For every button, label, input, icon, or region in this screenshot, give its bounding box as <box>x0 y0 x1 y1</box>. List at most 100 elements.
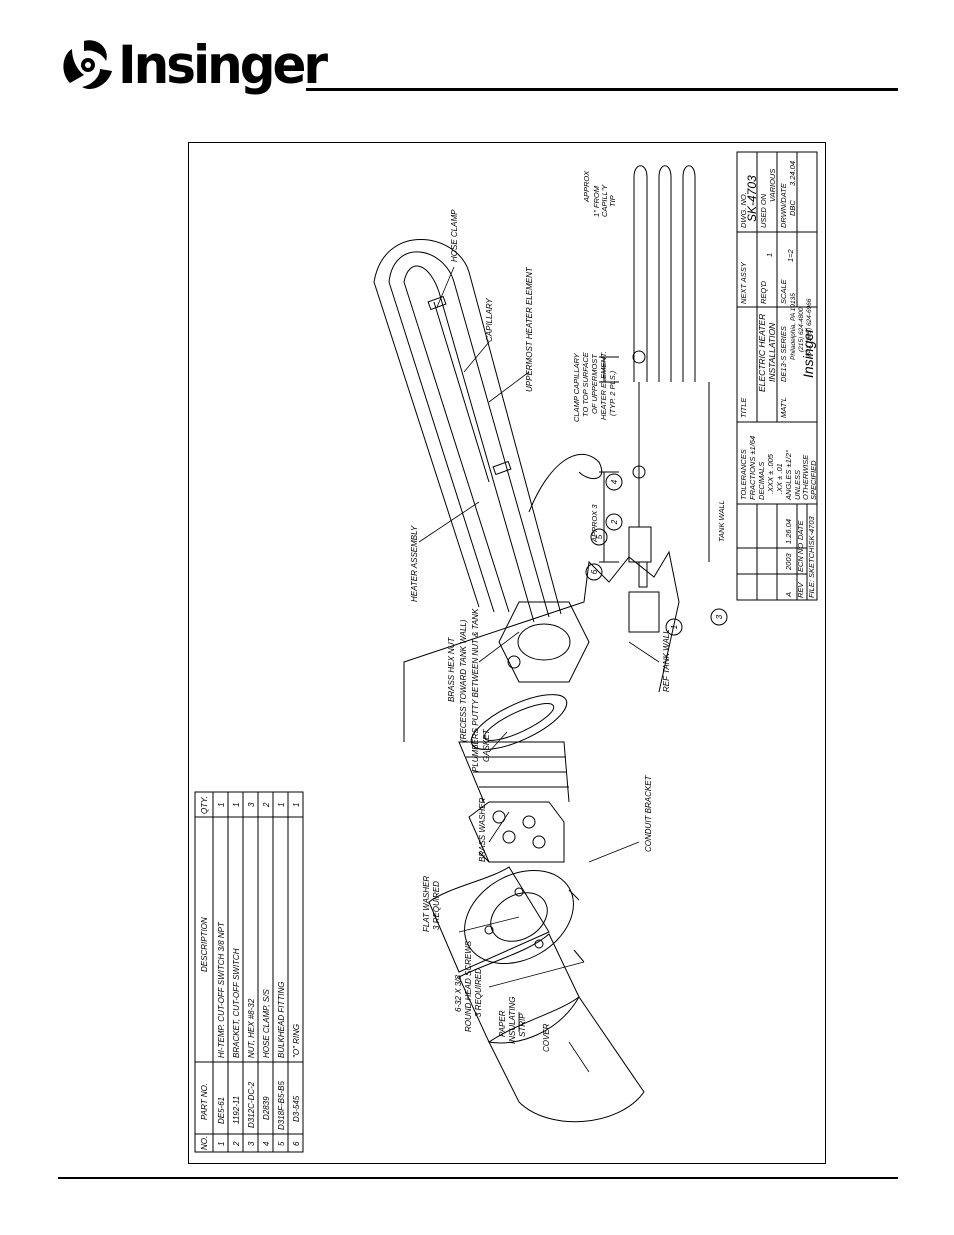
table-cell: 1 <box>217 803 226 807</box>
rev-value: A <box>784 592 793 598</box>
callout-ref-tank-wall: REF TANK WALL <box>662 629 671 692</box>
leader-lines <box>418 266 660 1073</box>
callout-strip: STRIP <box>518 1013 527 1037</box>
company-fax: FAX (215) 624-6966 <box>806 298 813 357</box>
tolerance-fractions: FRACTIONS ±1/64 <box>748 436 757 500</box>
table-cell: 1 <box>292 803 301 807</box>
balloon-3 <box>710 608 728 626</box>
tolerance-angles: ANGLES ±1/2° <box>784 450 793 501</box>
scale-label: SCALE <box>779 278 788 304</box>
balloon-2 <box>605 513 623 531</box>
swirl-logo-icon <box>63 40 112 90</box>
balloon-label: 1 <box>670 625 679 629</box>
tolerances-label: TOLERANCES <box>739 449 748 500</box>
table-cell: 1 <box>277 803 286 807</box>
scale-value: 1=2 <box>786 248 795 262</box>
balloon-label: 5 <box>595 534 604 539</box>
drawn-date: 3.24.04 <box>788 161 797 186</box>
balloon-4 <box>605 473 623 491</box>
callout-uppermost-heater: UPPERMOST HEATER ELEMENT <box>525 266 534 392</box>
reqd-label: REQ'D <box>759 280 768 304</box>
drawing-number: SK-4703 <box>745 175 759 222</box>
table-row: 1 <box>217 1142 226 1146</box>
callout-approx: APPROX <box>582 170 591 203</box>
table-header-no: NO. <box>200 1136 209 1150</box>
callout-capillary: CAPILLARY <box>485 298 494 342</box>
callout-gasket: GASKET <box>482 728 491 762</box>
callout-clamp-element: HEATER ELEMENT. <box>599 351 608 420</box>
rev-label: REV <box>796 582 805 598</box>
table-cell: 1192-11 <box>232 1096 241 1124</box>
table-cell: 2 <box>262 802 271 808</box>
table-header-desc: DESCRIPTION <box>200 917 209 972</box>
table-cell: HI-TEMP. CUT-OFF SWITCH 3/8 NPT <box>217 921 226 1058</box>
table-cell: BRACKET, CUT-OFF SWITCH <box>232 948 241 1058</box>
date-label: DATE <box>796 520 805 540</box>
series-label: DE13-S SERIES <box>779 326 788 382</box>
tolerance-decimals: DECIMALS <box>757 462 766 500</box>
callout-insulating: INSULATING <box>508 997 517 1044</box>
callout-conduit-bracket: CONDUIT BRACKET <box>644 774 653 852</box>
company-name: Insinger <box>800 327 816 378</box>
tolerance-specified: SPECIFIED <box>809 460 818 500</box>
footer-rule <box>58 1177 898 1179</box>
callout-tank-wall: TANK WALL <box>717 500 726 542</box>
balloon-6 <box>585 563 603 581</box>
drawing-title-line1: ELECTRIC HEATER <box>757 314 767 392</box>
callout-heater-assembly: HEATER ASSEMBLY <box>410 525 419 602</box>
callout-approx-3: APPROX 3 <box>590 504 599 543</box>
callout-tip: TIP <box>608 195 617 207</box>
callout-1in-from: 1" FROM <box>592 185 601 217</box>
callout-paper: PAPER <box>498 1010 507 1037</box>
rev-date-value: 1.26.04 <box>784 519 793 544</box>
balloons: 1 2 3 4 5 6 <box>585 473 728 636</box>
callout-clamp-typ: (TYP. 2 PLS.) <box>608 370 617 416</box>
table-cell: BULKHEAD FITTING <box>277 982 286 1058</box>
balloon-label: 4 <box>610 479 619 484</box>
table-cell: HOSE CLAMP, S/S <box>262 989 271 1058</box>
callout-flat-washer-qty: 3 REQUIRED <box>432 881 441 930</box>
balloon-5 <box>590 528 608 546</box>
drwn-date-label: DRWN/DATE <box>779 182 788 228</box>
table-cell: 1 <box>232 803 241 807</box>
tolerance-xx: .XX ± .01 <box>775 463 784 494</box>
callout-brass-hex-nut-note: (RECESS TOWARD TANK WALL) <box>459 619 468 742</box>
used-on-label: USED ON <box>759 193 768 228</box>
file-name: FILE: SKETCH\SK-4703 <box>807 515 816 598</box>
callout-screws-type: ROUND HEAD SCREWS <box>464 940 473 1032</box>
insinger-logo: Insinger <box>58 34 328 96</box>
title-label: TITLE <box>739 397 748 418</box>
next-assy-label: NEXT ASSY <box>739 261 748 304</box>
callout-plumbers-putty: PLUMBERS PUTTY BETWEEN NUT & TANK <box>471 608 480 772</box>
callout-brass-washer: BRASS WASHER <box>478 797 487 862</box>
table-cell: 3 <box>247 802 256 807</box>
table-row: 6 <box>292 1141 301 1146</box>
tolerance-otherwise: OTHERWISE <box>801 454 810 500</box>
drawing-title-line2: INSTALLATION <box>767 322 777 382</box>
table-cell: D312C-DC-2 <box>247 1081 256 1128</box>
callout-capilly: CAPILL'Y <box>600 184 609 217</box>
dwg-no-label: DWG. NO. <box>739 192 748 228</box>
table-cell: D318F-B5-B5 <box>277 1081 286 1130</box>
drawn-by: DBC <box>788 200 797 216</box>
balloon-label: 6 <box>590 569 599 574</box>
callout-clamp-capillary: CLAMP CAPILLARY <box>572 352 581 422</box>
callout-screws: 6-32 X 3/8 <box>454 975 463 1012</box>
table-cell: NUT, HEX #8-32 <box>247 998 256 1058</box>
company-phone: (215) 624-4800 <box>798 307 805 352</box>
table-row: 2 <box>232 1141 241 1147</box>
tolerance-unless: UNLESS <box>793 470 802 500</box>
parts-table: NO. PART NO. DESCRIPTION QTY. 1 DE5-61 H… <box>194 791 304 1153</box>
table-row: 3 <box>247 1141 256 1146</box>
matl-label: MAT'L <box>779 397 788 418</box>
title-block: A 2003 1.26.04 REV ECN NO DATE FILE: SKE… <box>736 151 818 601</box>
table-row: 5 <box>277 1141 286 1146</box>
ecn-label: ECN NO <box>796 543 805 572</box>
table-cell: D3-545 <box>292 1095 301 1122</box>
drawing-sheet: NO. PART NO. DESCRIPTION QTY. 1 DE5-61 H… <box>188 142 826 1164</box>
ecn-value: 2003 <box>784 552 793 571</box>
callout-brass-hex-nut: BRASS HEX NUT <box>447 636 456 702</box>
brand-name: Insinger <box>118 34 328 96</box>
table-cell: DE5-61 <box>217 1097 226 1124</box>
callout-cover: COVER <box>542 1023 551 1052</box>
